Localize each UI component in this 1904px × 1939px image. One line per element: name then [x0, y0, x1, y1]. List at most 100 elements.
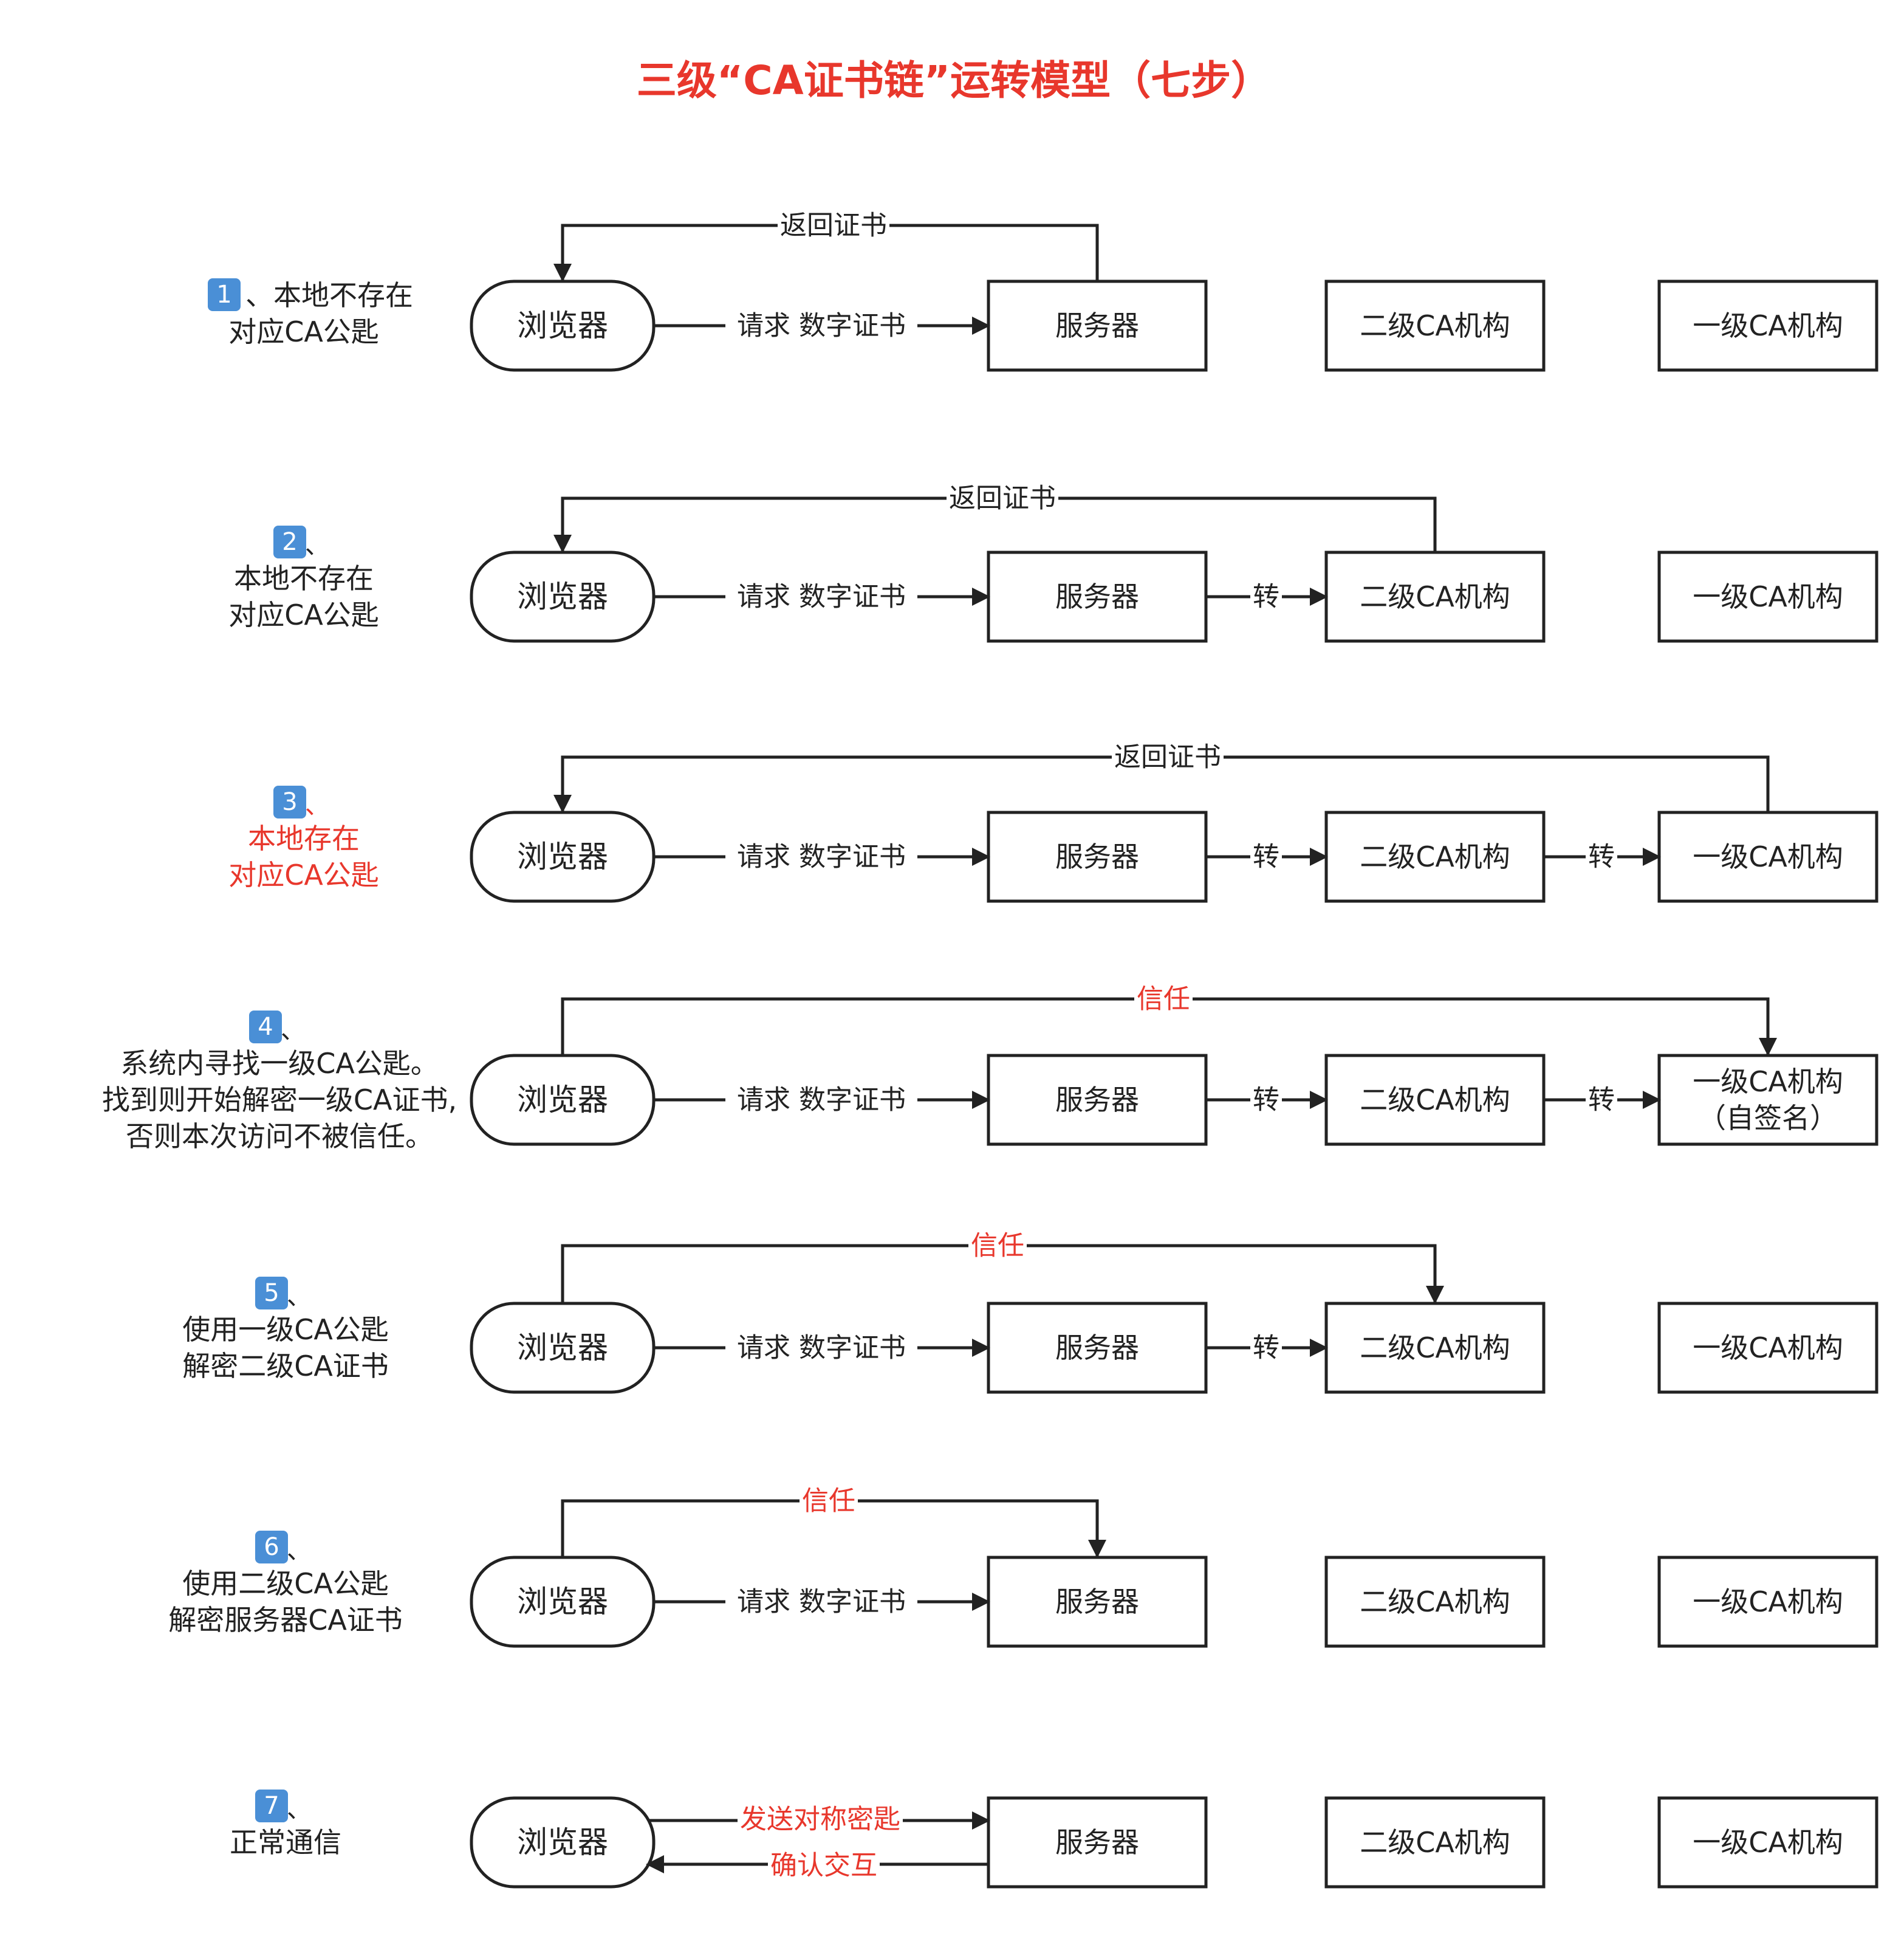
forward-label-bg — [1586, 840, 1617, 874]
trust-label-bg — [800, 1484, 858, 1518]
forward-label-group: 转 — [1250, 840, 1282, 874]
return-cert-label-group: 返回证书 — [778, 208, 889, 242]
ca2-node — [1324, 280, 1546, 372]
forward-label: 转 — [1253, 842, 1279, 873]
server-node — [987, 1796, 1208, 1889]
browser-label: 浏览器 — [517, 308, 608, 343]
forward-label: 转 — [1253, 1333, 1279, 1364]
request-label: 请求 数字证书 — [737, 311, 906, 341]
step-badge-number: 4 — [258, 1013, 273, 1041]
ca1-label: 一级CA机构 — [1693, 1826, 1843, 1859]
step-badge-number: 3 — [282, 788, 297, 816]
request-label-bg — [725, 309, 917, 343]
return-cert-label-bg — [947, 481, 1058, 515]
ca1-label: 一级CA机构 — [1693, 840, 1843, 873]
forward-label: 转 — [1253, 582, 1279, 613]
forward-label-group: 转 — [1586, 1083, 1617, 1117]
step-text-line: 解密服务器CA证书 — [168, 1604, 403, 1636]
trust-label-group: 信任 — [1134, 982, 1193, 1016]
ca1-label: 一级CA机构 — [1693, 580, 1843, 613]
request-label: 请求 数字证书 — [737, 1333, 906, 1364]
server-label: 服务器 — [1055, 1331, 1139, 1364]
step-separator: 、 — [305, 792, 329, 820]
request-label-group: 请求 数字证书 — [725, 1585, 917, 1619]
request-label-group: 请求 数字证书 — [725, 840, 917, 874]
return-cert-label-group: 返回证书 — [1112, 740, 1224, 774]
browser-label: 浏览器 — [517, 1584, 608, 1619]
forward-label: 转 — [1588, 1085, 1615, 1116]
trust-label: 信任 — [971, 1230, 1024, 1261]
step-text-line: 找到则开始解密一级CA证书, — [102, 1083, 457, 1116]
server-label: 服务器 — [1055, 840, 1139, 873]
page-title: 三级“CA证书链”运转模型（七步） — [637, 57, 1271, 104]
server-node — [987, 551, 1208, 643]
forward-label-group: 转 — [1586, 840, 1617, 874]
confirm-label: 确认交互 — [770, 1850, 877, 1881]
ca1-label: 一级CA机构 — [1693, 1065, 1843, 1098]
request-label-group: 请求 数字证书 — [725, 580, 917, 614]
ca1-node — [1657, 1556, 1878, 1648]
ca1-node — [1657, 280, 1878, 372]
server-label: 服务器 — [1055, 309, 1139, 342]
step-badge — [208, 278, 241, 311]
trust-label-bg — [1134, 982, 1193, 1016]
request-label: 请求 数字证书 — [737, 842, 906, 873]
trust-label-group: 信任 — [800, 1484, 858, 1518]
server-node — [987, 811, 1208, 903]
request-label: 请求 数字证书 — [737, 582, 906, 613]
trust-label: 信任 — [802, 1486, 855, 1517]
step-text-line: 系统内寻找一级CA公匙。 — [120, 1047, 439, 1080]
request-label-bg — [725, 1083, 917, 1117]
ca1-label: 一级CA机构 — [1693, 309, 1843, 342]
step-description: 4、系统内寻找一级CA公匙。找到则开始解密一级CA证书,否则本次访问不被信任。 — [102, 1011, 457, 1153]
step-badge — [249, 1011, 282, 1043]
confirm-label-bg — [768, 1848, 880, 1882]
request-label-bg — [725, 1585, 917, 1619]
forward-label-bg — [1250, 1083, 1282, 1117]
step-text-line: 、本地不存在 — [245, 279, 413, 312]
ca1-label: 一级CA机构 — [1693, 1585, 1843, 1618]
ca2-label: 二级CA机构 — [1360, 840, 1510, 873]
return-cert-label: 返回证书 — [1114, 742, 1221, 773]
step-badge-number: 5 — [264, 1279, 279, 1307]
return-cert-label: 返回证书 — [780, 210, 887, 241]
diagram-rows: 浏览器服务器二级CA机构一级CA机构1、本地不存在对应CA公匙请求 数字证书返回… — [102, 208, 1878, 1889]
request-label-bg — [725, 580, 917, 614]
ca2-node — [1324, 551, 1546, 643]
forward-label-bg — [1250, 1331, 1282, 1365]
browser-label: 浏览器 — [517, 839, 608, 874]
send-key-label: 发送对称密匙 — [740, 1804, 900, 1835]
forward-label: 转 — [1588, 842, 1615, 873]
send-key-label-bg — [738, 1802, 903, 1836]
browser-label: 浏览器 — [517, 1082, 608, 1117]
step-text-line: 对应CA公匙 — [228, 859, 379, 891]
return-cert-label-bg — [778, 208, 889, 242]
step-text-line: 正常通信 — [230, 1826, 341, 1859]
step-text-line: 本地存在 — [248, 822, 360, 855]
row-step-1: 浏览器服务器二级CA机构一级CA机构1、本地不存在对应CA公匙请求 数字证书返回… — [208, 208, 1878, 372]
server-label: 服务器 — [1055, 1585, 1139, 1618]
ca1-node — [1657, 1796, 1878, 1889]
step-separator: 、 — [287, 1796, 311, 1824]
request-label: 请求 数字证书 — [737, 1587, 906, 1618]
ca2-node — [1324, 1054, 1546, 1146]
server-label: 服务器 — [1055, 1083, 1139, 1116]
step-separator: 、 — [281, 1017, 305, 1045]
step-text-line: 使用一级CA公匙 — [182, 1313, 389, 1346]
request-label-bg — [725, 1331, 917, 1365]
step-text-line: 本地不存在 — [234, 562, 374, 595]
request-label-group: 请求 数字证书 — [725, 1083, 917, 1117]
step-separator: 、 — [287, 1283, 311, 1311]
server-label: 服务器 — [1055, 580, 1139, 613]
forward-label-group: 转 — [1250, 1331, 1282, 1365]
server-label: 服务器 — [1055, 1826, 1139, 1859]
ca2-node — [1324, 811, 1546, 903]
return-cert-label: 返回证书 — [949, 483, 1056, 514]
forward-label-group: 转 — [1250, 580, 1282, 614]
ca2-label: 二级CA机构 — [1360, 1826, 1510, 1859]
ca2-node — [1324, 1796, 1546, 1889]
row-step-6: 浏览器服务器二级CA机构一级CA机构6、使用二级CA公匙解密服务器CA证书请求 … — [168, 1484, 1878, 1648]
row-step-2: 浏览器服务器二级CA机构一级CA机构2、本地不存在对应CA公匙请求 数字证书转返… — [228, 481, 1878, 643]
ca1-node — [1657, 1302, 1878, 1394]
